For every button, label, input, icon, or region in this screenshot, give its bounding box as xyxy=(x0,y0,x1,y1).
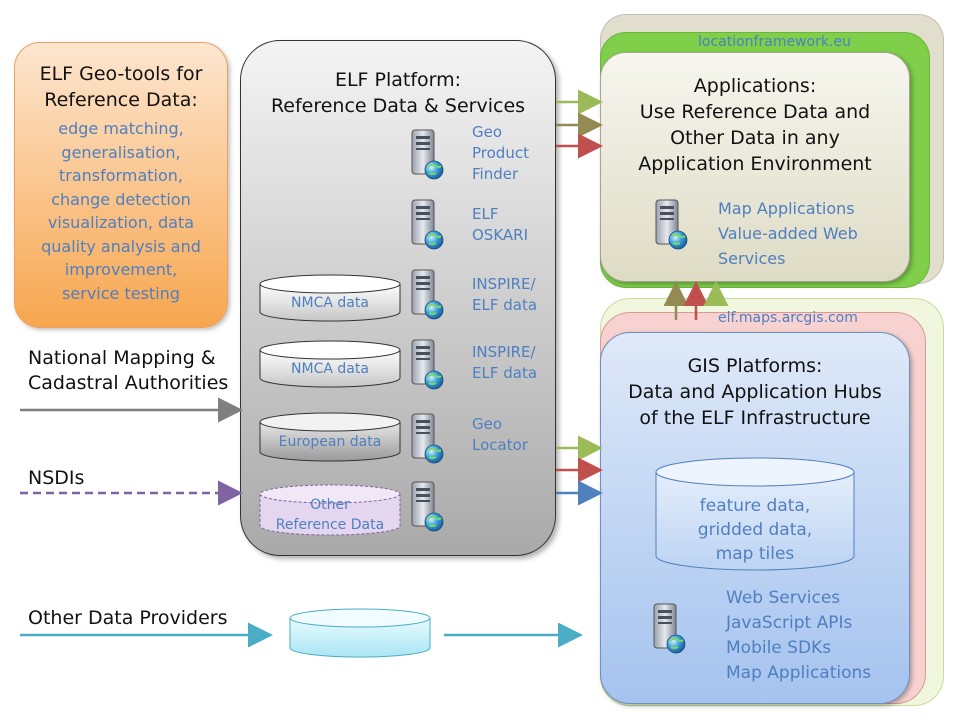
gis-item: Mobile SDKs xyxy=(726,638,832,658)
service-label-line: ELF xyxy=(472,205,499,223)
gis-data-store-label: feature data, gridded data, map tiles xyxy=(656,494,854,566)
gis-platforms-title: GIS Platforms: Data and Application Hubs… xyxy=(601,353,909,431)
other-providers-cylinder xyxy=(289,608,431,658)
service-label-line: Geo xyxy=(472,123,503,141)
elf-platform-title-line: ELF Platform: xyxy=(334,69,462,91)
applications-item: Map Applications xyxy=(718,199,855,218)
other-providers-label: Other Data Providers xyxy=(28,607,228,629)
gis-data-store-cylinder xyxy=(655,457,855,571)
server-icon xyxy=(653,603,686,654)
geo-tools-title-line: Reference Data: xyxy=(44,89,198,111)
nmca-data-cylinder-2 xyxy=(259,340,401,388)
geo-tools-item: quality analysis and xyxy=(41,236,201,256)
applications-title: Applications: Use Reference Data and Oth… xyxy=(601,73,909,177)
service-label-line: Geo xyxy=(472,415,503,433)
service-label-line: ELF data xyxy=(472,364,538,382)
elf-platform-title-line: Reference Data & Services xyxy=(270,95,526,117)
service-label-elf-oskari: ELF OSKARI xyxy=(472,204,528,246)
geo-tools-item: edge matching, xyxy=(58,119,184,138)
server-icon xyxy=(411,269,444,320)
geo-tools-item: generalisation, xyxy=(61,142,181,162)
geo-tools-title: ELF Geo-tools for Reference Data: xyxy=(15,61,227,113)
gis-store-line: feature data, xyxy=(699,496,811,516)
gis-store-line: map tiles xyxy=(715,544,795,564)
service-label-geo-product-finder: Geo Product Finder xyxy=(472,122,529,185)
gis-item: Map Applications xyxy=(726,663,872,683)
geo-tools-item: change detection xyxy=(51,189,191,209)
server-icon xyxy=(411,129,444,180)
server-icon xyxy=(655,199,688,250)
geo-tools-title-line: ELF Geo-tools for xyxy=(39,63,203,85)
server-icon xyxy=(411,199,444,250)
service-label-line: OSKARI xyxy=(472,226,529,244)
geo-tools-item: improvement, xyxy=(64,260,178,279)
arcgis-url[interactable]: elf.maps.arcgis.com xyxy=(718,310,858,326)
service-label-line: Product xyxy=(472,144,529,162)
applications-item: Services xyxy=(718,249,786,268)
service-label-inspire-2: INSPIRE/ ELF data xyxy=(472,342,537,384)
server-icon xyxy=(411,413,444,464)
applications-box: Applications: Use Reference Data and Oth… xyxy=(600,52,910,282)
gis-item: Web Services xyxy=(726,588,841,608)
nmca-label: National Mapping & Cadastral Authorities xyxy=(28,346,228,396)
nmca-label-line: Cadastral Authorities xyxy=(28,372,229,394)
geo-tools-item: service testing xyxy=(62,283,180,303)
applications-item: Value-added Web xyxy=(718,224,858,243)
server-icon xyxy=(411,481,444,532)
applications-title-line: Other Data in any xyxy=(670,127,840,149)
service-label-geo-locator: Geo Locator xyxy=(472,414,528,456)
gis-title-line: of the ELF Infrastructure xyxy=(639,407,871,429)
dataset-label-other-reference: Other Reference Data xyxy=(260,495,400,535)
service-label-line: INSPIRE/ xyxy=(472,343,536,361)
geo-tools-item: transformation, xyxy=(59,166,183,185)
geo-tools-box: ELF Geo-tools for Reference Data: edge m… xyxy=(14,42,228,328)
geo-tools-list: edge matching, generalisation, transform… xyxy=(15,117,227,305)
service-label-line: INSPIRE/ xyxy=(472,275,536,293)
dataset-label-nmca-2: NMCA data xyxy=(291,361,369,377)
service-label-line: ELF data xyxy=(472,296,538,314)
gis-title-line: GIS Platforms: xyxy=(687,355,823,377)
service-label-inspire-1: INSPIRE/ ELF data xyxy=(472,274,537,316)
dataset-label-european: European data xyxy=(278,434,382,450)
applications-list: Map Applications Value-added Web Service… xyxy=(718,196,858,271)
applications-title-line: Applications: xyxy=(693,75,817,97)
service-label-line: Locator xyxy=(472,436,528,454)
european-data-cylinder xyxy=(259,412,401,462)
nmca-label-line: National Mapping & xyxy=(28,347,216,369)
applications-title-line: Use Reference Data and xyxy=(639,101,871,123)
nmca-data-cylinder-1 xyxy=(259,274,401,322)
service-label-line: Finder xyxy=(472,165,519,183)
elf-platform-title: ELF Platform: Reference Data & Services xyxy=(241,67,555,119)
geo-tools-item: visualization, data xyxy=(47,213,195,232)
nsdi-label: NSDIs xyxy=(28,467,85,489)
other-reference-data-cylinder xyxy=(259,484,401,536)
locationframework-url[interactable]: locationframework.eu xyxy=(698,34,851,50)
dataset-label-line: Other xyxy=(310,497,350,513)
server-icon xyxy=(411,339,444,390)
applications-title-line: Application Environment xyxy=(638,153,872,175)
dataset-label-nmca-1: NMCA data xyxy=(291,295,369,311)
gis-item: JavaScript APIs xyxy=(726,613,853,633)
gis-store-line: gridded data, xyxy=(697,520,813,540)
gis-services-list: Web Services JavaScript APIs Mobile SDKs… xyxy=(726,586,871,686)
dataset-label-line: Reference Data xyxy=(275,517,385,533)
gis-title-line: Data and Application Hubs xyxy=(628,381,882,403)
